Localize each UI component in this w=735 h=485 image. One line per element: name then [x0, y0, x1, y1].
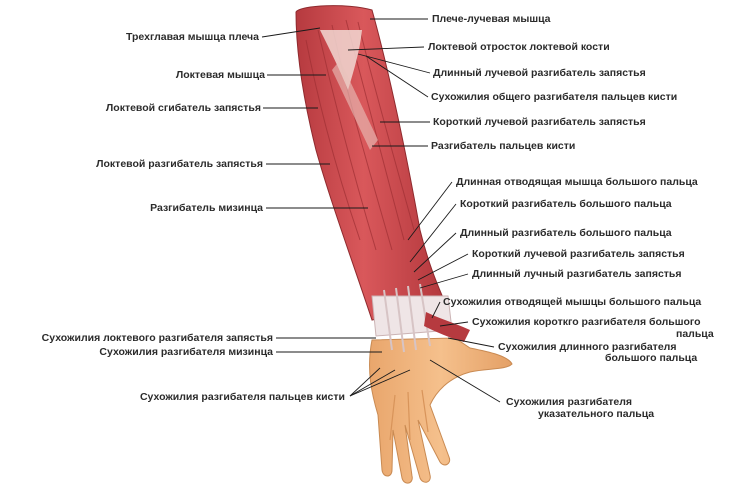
label-apl-tendons: Сухожилия отводящей мышцы большого пальц… [443, 296, 702, 308]
label-eip-tendons-1: Сухожилия разгибателя [506, 396, 633, 408]
label-ecr-longus-2: Длинный лучный разгибатель запястья [472, 268, 682, 280]
label-ecu-tendons: Сухожилия локтевого разгибателя запястья [41, 332, 273, 344]
label-triceps: Трехглавая мышца плеча [125, 31, 259, 43]
label-extensor-pollicis-longus: Длинный разгибатель большого пальца [460, 227, 672, 239]
label-epl-tendons-1: Сухожилия длинного разгибателя [498, 341, 677, 353]
label-ecr-brevis-2: Короткий лучевой разгибатель запястья [472, 248, 685, 260]
label-epl-tendons-2: большого пальца [605, 352, 698, 364]
label-extensor-carpi-ulnaris: Локтевой разгибатель запястья [96, 158, 263, 170]
label-extensor-digiti-minimi: Разгибатель мизинца [150, 202, 263, 214]
hand [369, 337, 513, 484]
label-ed-tendons: Сухожилия разгибателя пальцев кисти [139, 391, 345, 403]
label-eip-tendons-2: указательного пальца [538, 408, 655, 420]
label-ecr-longus: Длинный лучевой разгибатель запястья [433, 67, 646, 79]
label-common-extensor-tendon: Сухожилия общего разгибателя пальцев кис… [431, 91, 678, 103]
forearm-muscles [295, 5, 470, 353]
label-anconeus: Локтевая мышца [175, 69, 265, 81]
label-epb-tendons-2: пальца [676, 328, 714, 340]
label-extensor-pollicis-brevis: Короткий разгибатель большого пальца [460, 198, 672, 210]
label-flexor-carpi-ulnaris: Локтевой сгибатель запястья [105, 102, 261, 114]
label-ecr-brevis: Короткий лучевой разгибатель запястья [433, 116, 646, 128]
label-epb-tendons-1: Сухожилия короткго разгибателя большого [472, 316, 701, 328]
label-brachioradialis: Плече-лучевая мышца [432, 13, 551, 25]
label-edm-tendons: Сухожилия разгибателя мизинца [99, 346, 273, 358]
label-abductor-pollicis-longus: Длинная отводящая мышца большого пальца [456, 176, 698, 188]
label-olecranon: Локтевой отросток локтевой кости [428, 41, 610, 53]
leader-lines [261, 18, 501, 403]
label-extensor-digitorum: Разгибатель пальцев кисти [431, 140, 576, 152]
